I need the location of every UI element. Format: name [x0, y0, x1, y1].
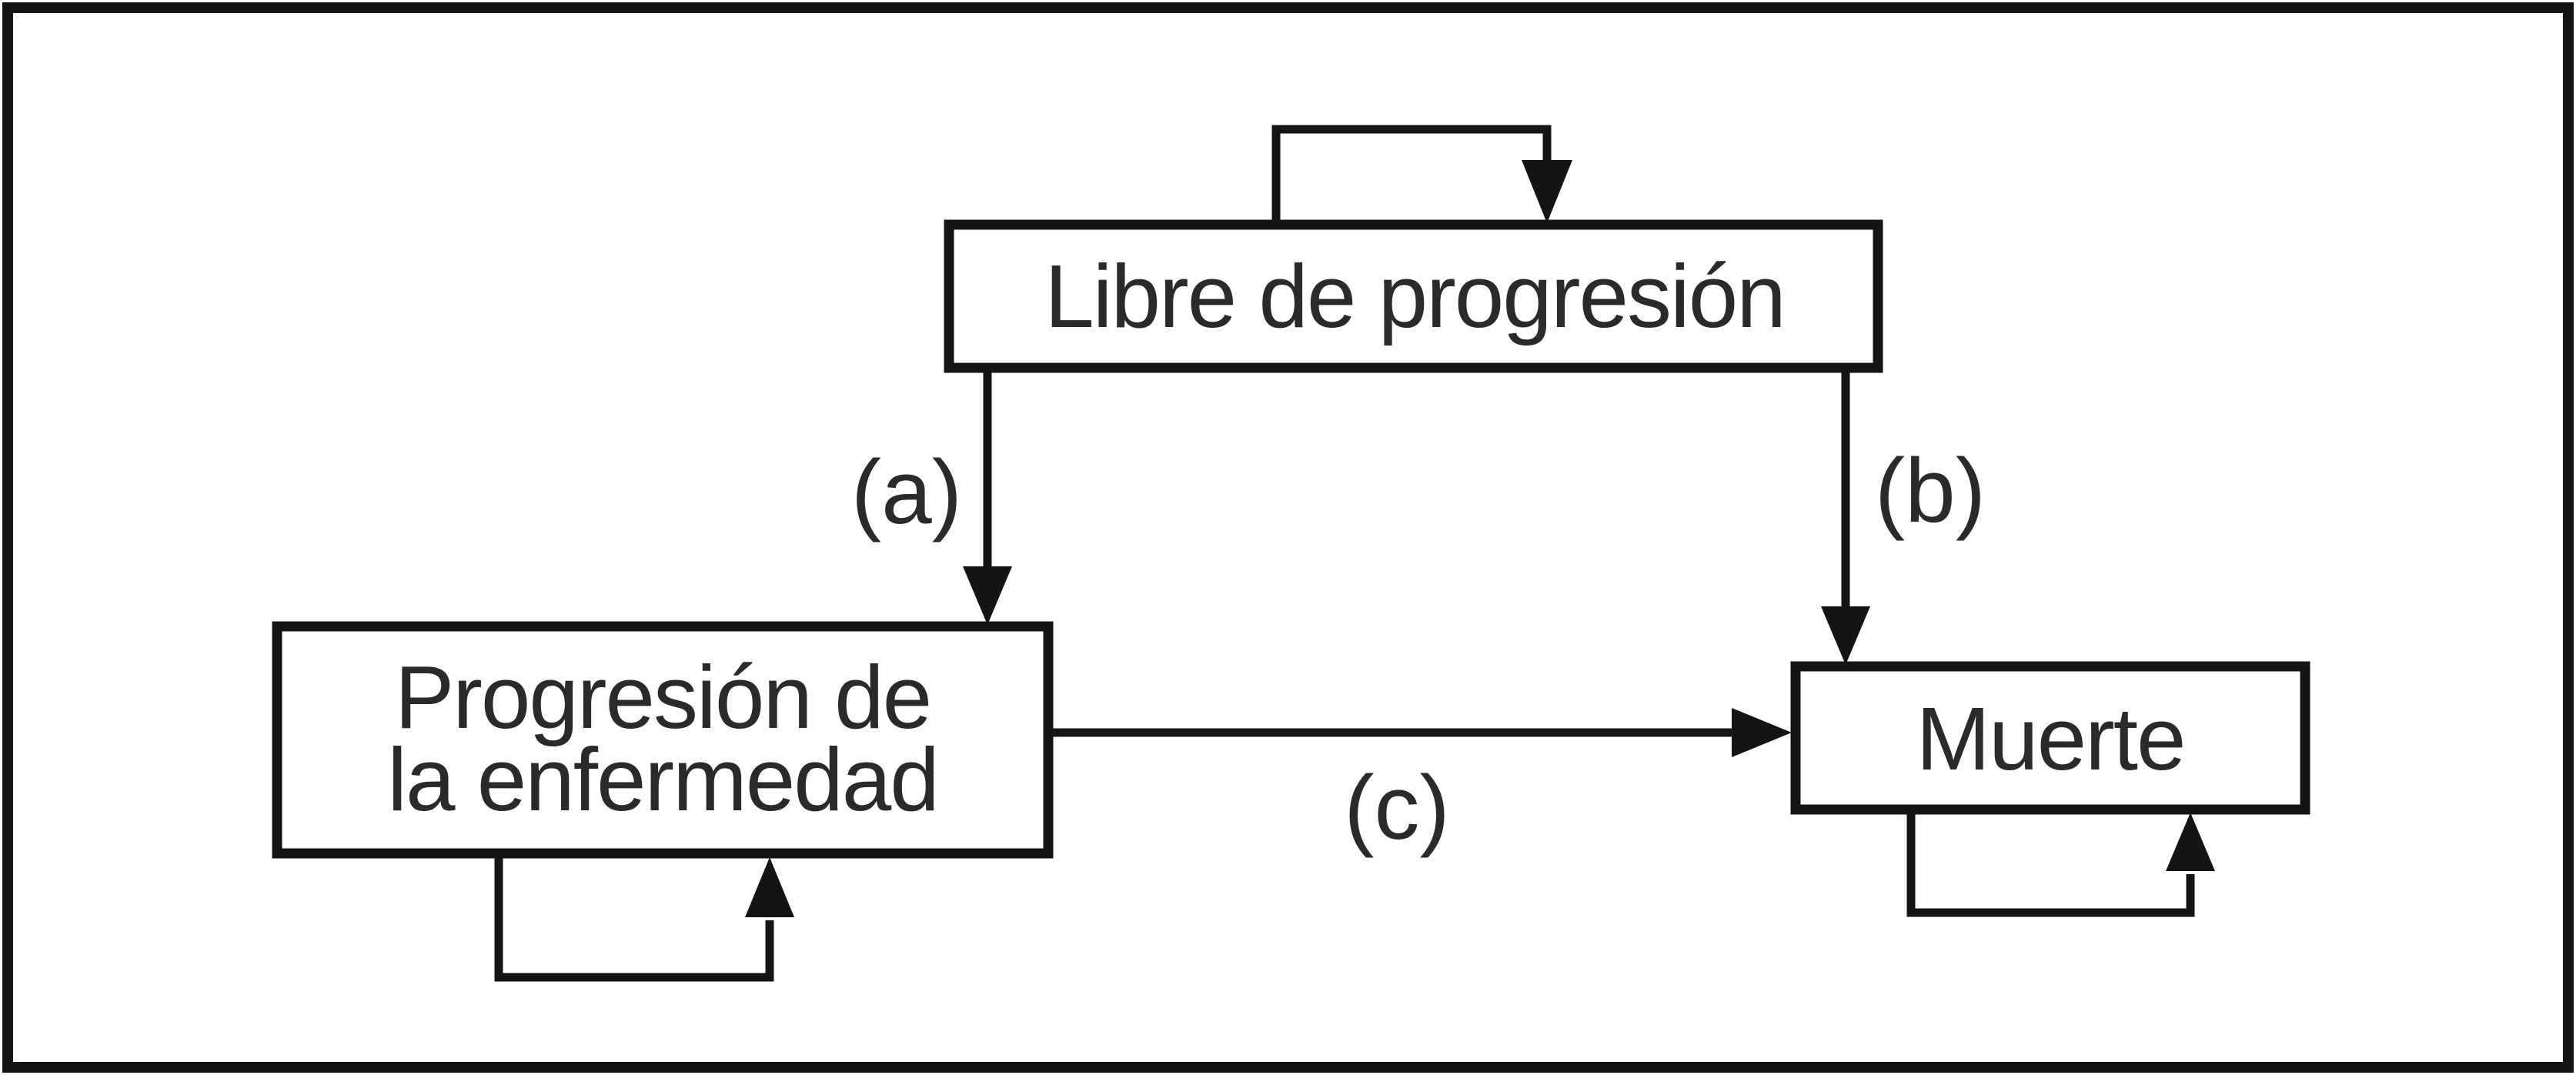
- self-loop-progresion-line: [494, 856, 774, 982]
- state-box-libre: [944, 219, 1883, 373]
- self-loop-progresion-arrowhead-icon: [745, 857, 794, 917]
- transition-c-arrowhead-icon: [1732, 708, 1792, 757]
- state-label-progresion-line2: la enfermedad: [387, 729, 938, 830]
- self-loop-muerte-line: [1906, 811, 2195, 917]
- transition-a-arrowhead-icon: [963, 566, 1012, 625]
- state-box-progresion: [272, 621, 1054, 859]
- transition-a-label: (a): [851, 442, 962, 543]
- transition-b-label: (b): [1875, 440, 1986, 542]
- transition-b-arrowhead-icon: [1821, 606, 1870, 665]
- state-label-progresion-line1: Progresión de: [395, 647, 931, 747]
- state-box-muerte: [1790, 661, 2310, 815]
- state-label-libre: Libre de progresión: [1044, 246, 1785, 346]
- transition-c-label: (c): [1344, 757, 1450, 859]
- self-loop-muerte-arrowhead-icon: [2166, 813, 2215, 871]
- state-label-muerte: Muerte: [1916, 689, 2184, 789]
- self-loop-libre-line: [1271, 125, 1552, 223]
- self-loop-libre-arrowhead-icon: [1522, 160, 1572, 223]
